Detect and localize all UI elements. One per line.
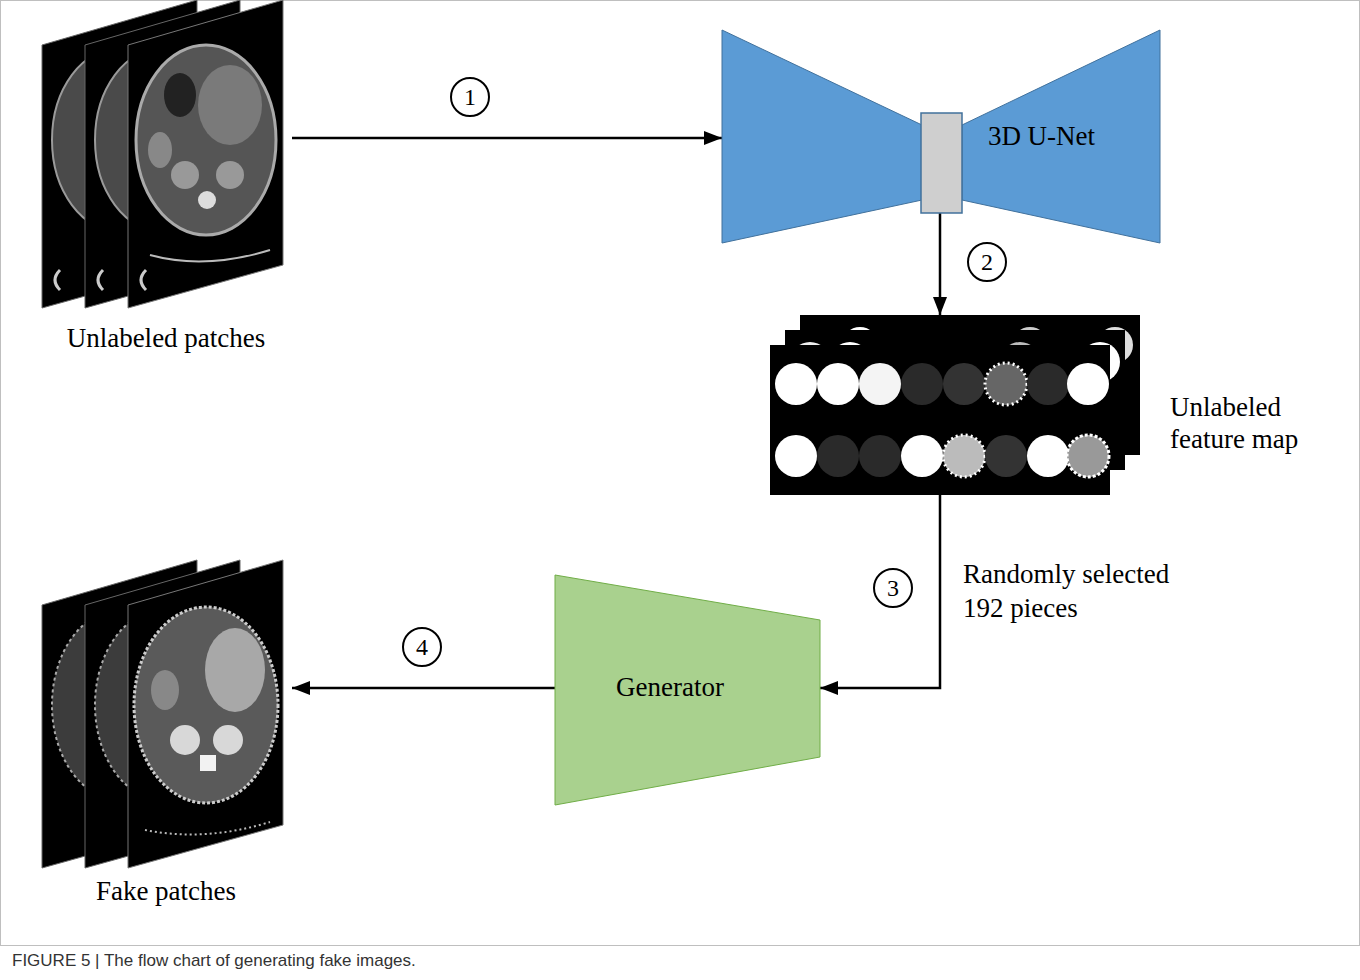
- fake-slice-stack-part-part: [151, 670, 179, 710]
- ct-slice-stack-part-part: [171, 161, 199, 189]
- flow-arrow: [292, 687, 555, 690]
- step-circle: 4: [402, 627, 442, 667]
- image-stack-node: Fake patches: [40, 560, 294, 912]
- feature-map-stack-part: [1067, 435, 1109, 477]
- fake-slice-stack-part-part: [170, 725, 200, 755]
- node-label: Generator: [595, 671, 745, 703]
- feature-map-stack-part: [943, 435, 985, 477]
- feature-map-stack-part: [859, 435, 901, 477]
- ct-slice-stack-part-part: [198, 65, 262, 145]
- feature-map-stack-part: [775, 363, 817, 405]
- feature-map-node: Unlabeled feature map: [770, 315, 1337, 495]
- ct-slice-stack-part-part: [55, 270, 60, 290]
- node-label: Fake patches: [40, 875, 292, 907]
- flow-arrow: [939, 213, 942, 315]
- network-node: 3D U-Net: [722, 30, 1160, 243]
- feature-map-stack: [770, 315, 1140, 495]
- ct-slice-stack-part-part: [128, 0, 283, 308]
- ct-slice-stack-part: [128, 0, 283, 308]
- ct-slice-stack-part-part: [216, 161, 244, 189]
- fake-slice-stack-part-part: [134, 607, 278, 803]
- fake-slice-stack-part-part: [205, 628, 265, 712]
- fake-slice-stack-part-part: [128, 560, 283, 868]
- step-circle: 3: [873, 568, 913, 608]
- fake-slice-stack-part-part: [213, 725, 243, 755]
- figure-caption: FIGURE 5 | The flow chart of generating …: [12, 951, 1342, 971]
- encoder-shape: [722, 30, 922, 243]
- step-number: 4: [416, 635, 428, 659]
- step-number: 3: [887, 576, 899, 600]
- feature-map-stack-part: [859, 363, 901, 405]
- feature-map-stack-part: [901, 363, 943, 405]
- ct-slice-stack-part-part: [148, 132, 172, 168]
- feature-map-stack-part: [817, 363, 859, 405]
- node-label: Unlabeled feature map: [1170, 391, 1335, 456]
- step-circle: 1: [450, 77, 490, 117]
- bottleneck-block: [921, 113, 962, 213]
- decoder-shape: [962, 30, 1160, 243]
- generator-shape: [555, 575, 820, 805]
- annotation-text: Randomly selected 192 pieces: [963, 558, 1193, 626]
- fake-slice-stack-part-part: [200, 755, 216, 771]
- feature-map-stack-part: [1027, 435, 1069, 477]
- feature-map-stack-part: [770, 345, 1110, 495]
- ct-slice-stack-part-part: [141, 270, 146, 290]
- figure-frame: [1, 1, 1360, 946]
- feature-map-stack-part: [1027, 363, 1069, 405]
- ct-slice-stack-part-part: [150, 250, 270, 261]
- node-label: Unlabeled patches: [40, 322, 292, 354]
- ct-slice-stack-part-part: [136, 45, 276, 235]
- feature-map-stack-part: [1067, 363, 1109, 405]
- step-number: 1: [464, 85, 476, 109]
- fake-slice-stack-part: [128, 560, 283, 868]
- ct-slice-stack-part-part: [98, 270, 103, 290]
- ct-slice-stack-part-part: [198, 191, 216, 209]
- feature-map-stack-part: [901, 435, 943, 477]
- feature-map-stack-part: [775, 435, 817, 477]
- step-number: 2: [981, 250, 993, 274]
- step-circle: 2: [967, 242, 1007, 282]
- image-stack-node: Unlabeled patches: [40, 0, 294, 365]
- fake-slice-stack: [42, 560, 283, 868]
- generator-node: Generator: [555, 575, 820, 805]
- feature-map-stack-part: [943, 363, 985, 405]
- feature-map-stack-part: [985, 435, 1027, 477]
- fake-slice-stack-part-part: [145, 822, 270, 835]
- flow-arrow: [820, 495, 940, 688]
- feature-map-stack-part: [817, 435, 859, 477]
- node-label: 3D U-Net: [974, 120, 1109, 152]
- flow-arrow: [292, 137, 722, 140]
- ct-slice-stack-part-part: [164, 73, 196, 117]
- ct-slice-stack: [42, 0, 283, 308]
- feature-map-stack-part: [985, 363, 1027, 405]
